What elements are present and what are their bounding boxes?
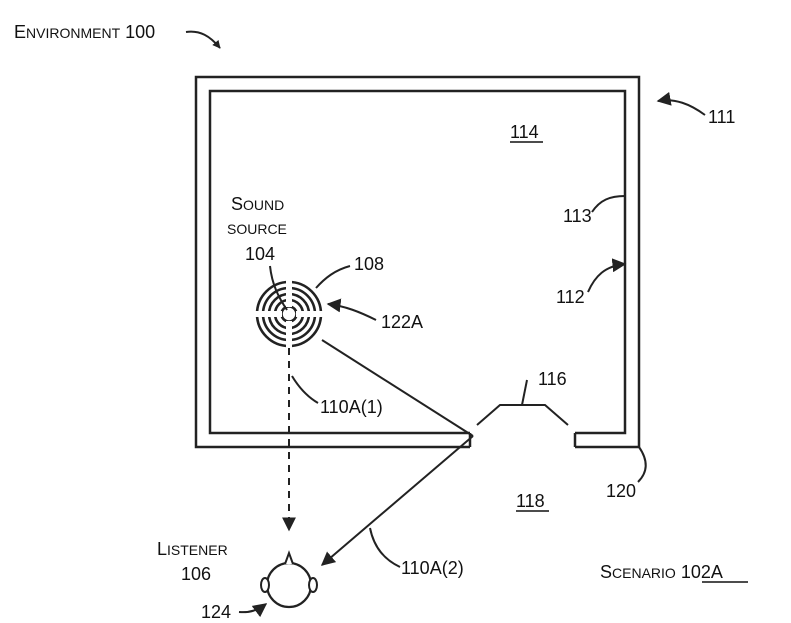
rings-label: 108: [354, 254, 384, 274]
wall-inner-label: 113: [563, 206, 592, 226]
room-label: 114: [510, 122, 539, 142]
wall-outer-label: 112: [556, 287, 585, 307]
structure-label: 111: [708, 107, 735, 127]
outside-label: 118: [516, 491, 545, 511]
sound-source-core: [280, 305, 298, 323]
inner-wall: [208, 89, 627, 435]
listener-label: LISTENER: [157, 539, 228, 559]
listener-arrow-label: 124: [201, 602, 231, 622]
source-arrow-label: 122A: [381, 312, 423, 332]
listener-number: 106: [181, 564, 211, 584]
direct-path-leader: [291, 375, 319, 404]
room-walls: [194, 75, 641, 449]
listener-arrow: [238, 603, 268, 618]
rings-leader: [315, 265, 351, 289]
sound-source-label-line2: SOURCE: [227, 221, 287, 237]
reflected-path-to-wall: [321, 339, 474, 437]
listener-head: [260, 550, 318, 609]
sound-source-rings: [255, 280, 323, 348]
direct-path-label: 110A(1): [320, 397, 383, 417]
structure-arrow: [656, 91, 706, 116]
opening-door: [476, 404, 569, 426]
source-arrow: [326, 298, 377, 321]
wall-end-leader: [637, 446, 647, 483]
wall-inner-leader: [591, 195, 626, 213]
wall-end-label: 120: [606, 481, 636, 501]
reflected-path-leader: [369, 527, 401, 568]
reflected-path-arrow: [320, 435, 474, 566]
outer-wall: [194, 75, 641, 449]
opening-leader: [521, 379, 528, 406]
reflected-path-label: 110A(2): [401, 558, 464, 578]
opening-label: 116: [538, 369, 567, 389]
sound-source-label-line1: SOUND: [231, 194, 284, 214]
environment-arrow: [185, 30, 221, 49]
sound-source-number: 104: [245, 244, 275, 264]
wall-outer-arrow: [587, 258, 627, 293]
